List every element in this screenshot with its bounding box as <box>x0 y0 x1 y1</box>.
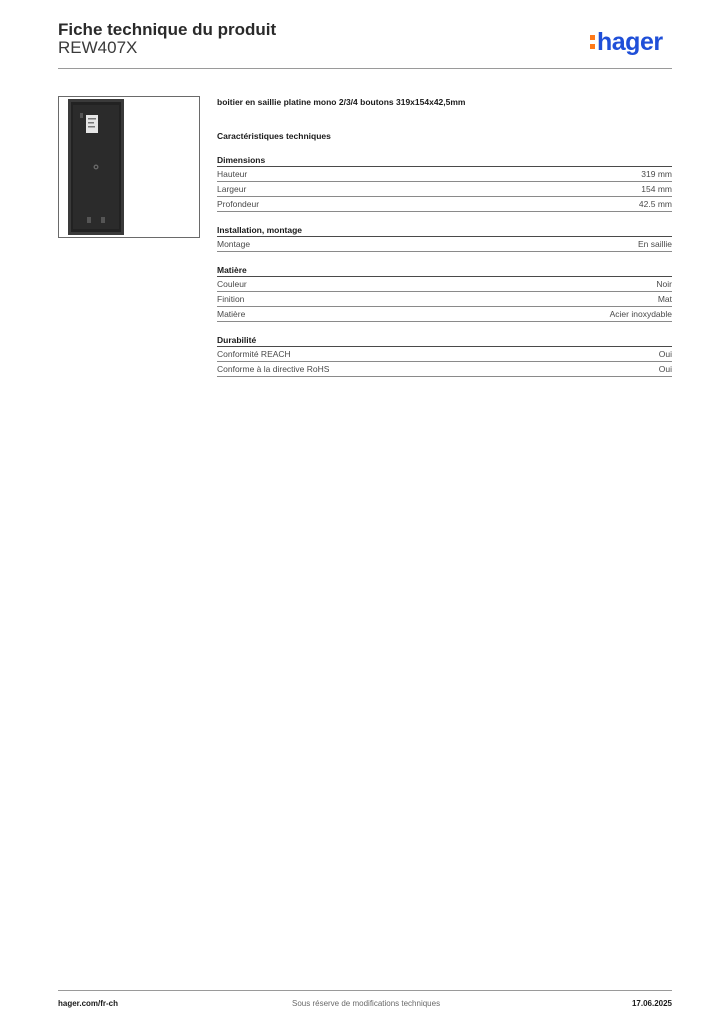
spec-label: Conforme à la directive RoHS <box>217 364 330 374</box>
specs-heading: Caractéristiques techniques <box>217 131 331 141</box>
spec-value: Oui <box>658 349 672 359</box>
group-title: Matière <box>217 264 672 277</box>
footer-website: hager.com/fr-ch <box>58 999 119 1008</box>
spec-group-material: Matière Couleur Noir Finition Mat Matièr… <box>217 264 672 322</box>
group-title: Installation, montage <box>217 224 672 237</box>
spec-value: Noir <box>656 279 672 289</box>
spec-label: Matière <box>217 309 246 319</box>
hager-logo: hager <box>590 27 663 57</box>
spec-row: Profondeur 42.5 mm <box>217 197 672 212</box>
spec-value: 154 mm <box>641 184 672 194</box>
spec-row: Couleur Noir <box>217 277 672 292</box>
spec-label: Couleur <box>217 279 247 289</box>
spec-group-durability: Durabilité Conformité REACH Oui Conforme… <box>217 334 672 377</box>
spec-label: Montage <box>217 239 251 249</box>
spec-label: Largeur <box>217 184 247 194</box>
product-photo <box>58 96 200 238</box>
footer-date: 17.06.2025 <box>631 999 672 1008</box>
spec-label: Finition <box>217 294 245 304</box>
product-description: boitier en saillie platine mono 2/3/4 bo… <box>217 97 466 107</box>
spec-row: Montage En saillie <box>217 237 672 252</box>
product-photo-icon <box>68 99 124 235</box>
spec-row: Finition Mat <box>217 292 672 307</box>
spec-row: Hauteur 319 mm <box>217 167 672 182</box>
group-title: Durabilité <box>217 334 672 347</box>
logo-text: hager <box>597 27 663 56</box>
spec-value: Acier inoxydable <box>609 309 672 319</box>
product-reference: REW407X <box>58 38 138 57</box>
spec-label: Conformité REACH <box>217 349 291 359</box>
spec-value: 42.5 mm <box>638 199 672 209</box>
footer-notice: Sous réserve de modifications techniques <box>292 999 441 1008</box>
spec-label: Hauteur <box>217 169 248 179</box>
spec-group-installation: Installation, montage Montage En saillie <box>217 224 672 252</box>
spec-label: Profondeur <box>217 199 260 209</box>
footer-divider <box>58 990 672 991</box>
spec-value: Mat <box>657 294 672 304</box>
spec-group-dimensions: Dimensions Hauteur 319 mm Largeur 154 mm… <box>217 154 672 212</box>
spec-value: Oui <box>658 364 672 374</box>
spec-row: Conformité REACH Oui <box>217 347 672 362</box>
spec-panel: boitier en saillie platine mono 2/3/4 bo… <box>217 96 672 377</box>
spec-value: 319 mm <box>641 169 672 179</box>
group-title: Dimensions <box>217 154 672 167</box>
logo-colon-icon <box>590 35 595 49</box>
header-divider <box>58 68 672 69</box>
spec-value: En saillie <box>637 239 672 249</box>
page-title: Fiche technique du produit <box>58 20 277 39</box>
spec-row: Largeur 154 mm <box>217 182 672 197</box>
spec-row: Matière Acier inoxydable <box>217 307 672 322</box>
spec-row: Conforme à la directive RoHS Oui <box>217 362 672 377</box>
